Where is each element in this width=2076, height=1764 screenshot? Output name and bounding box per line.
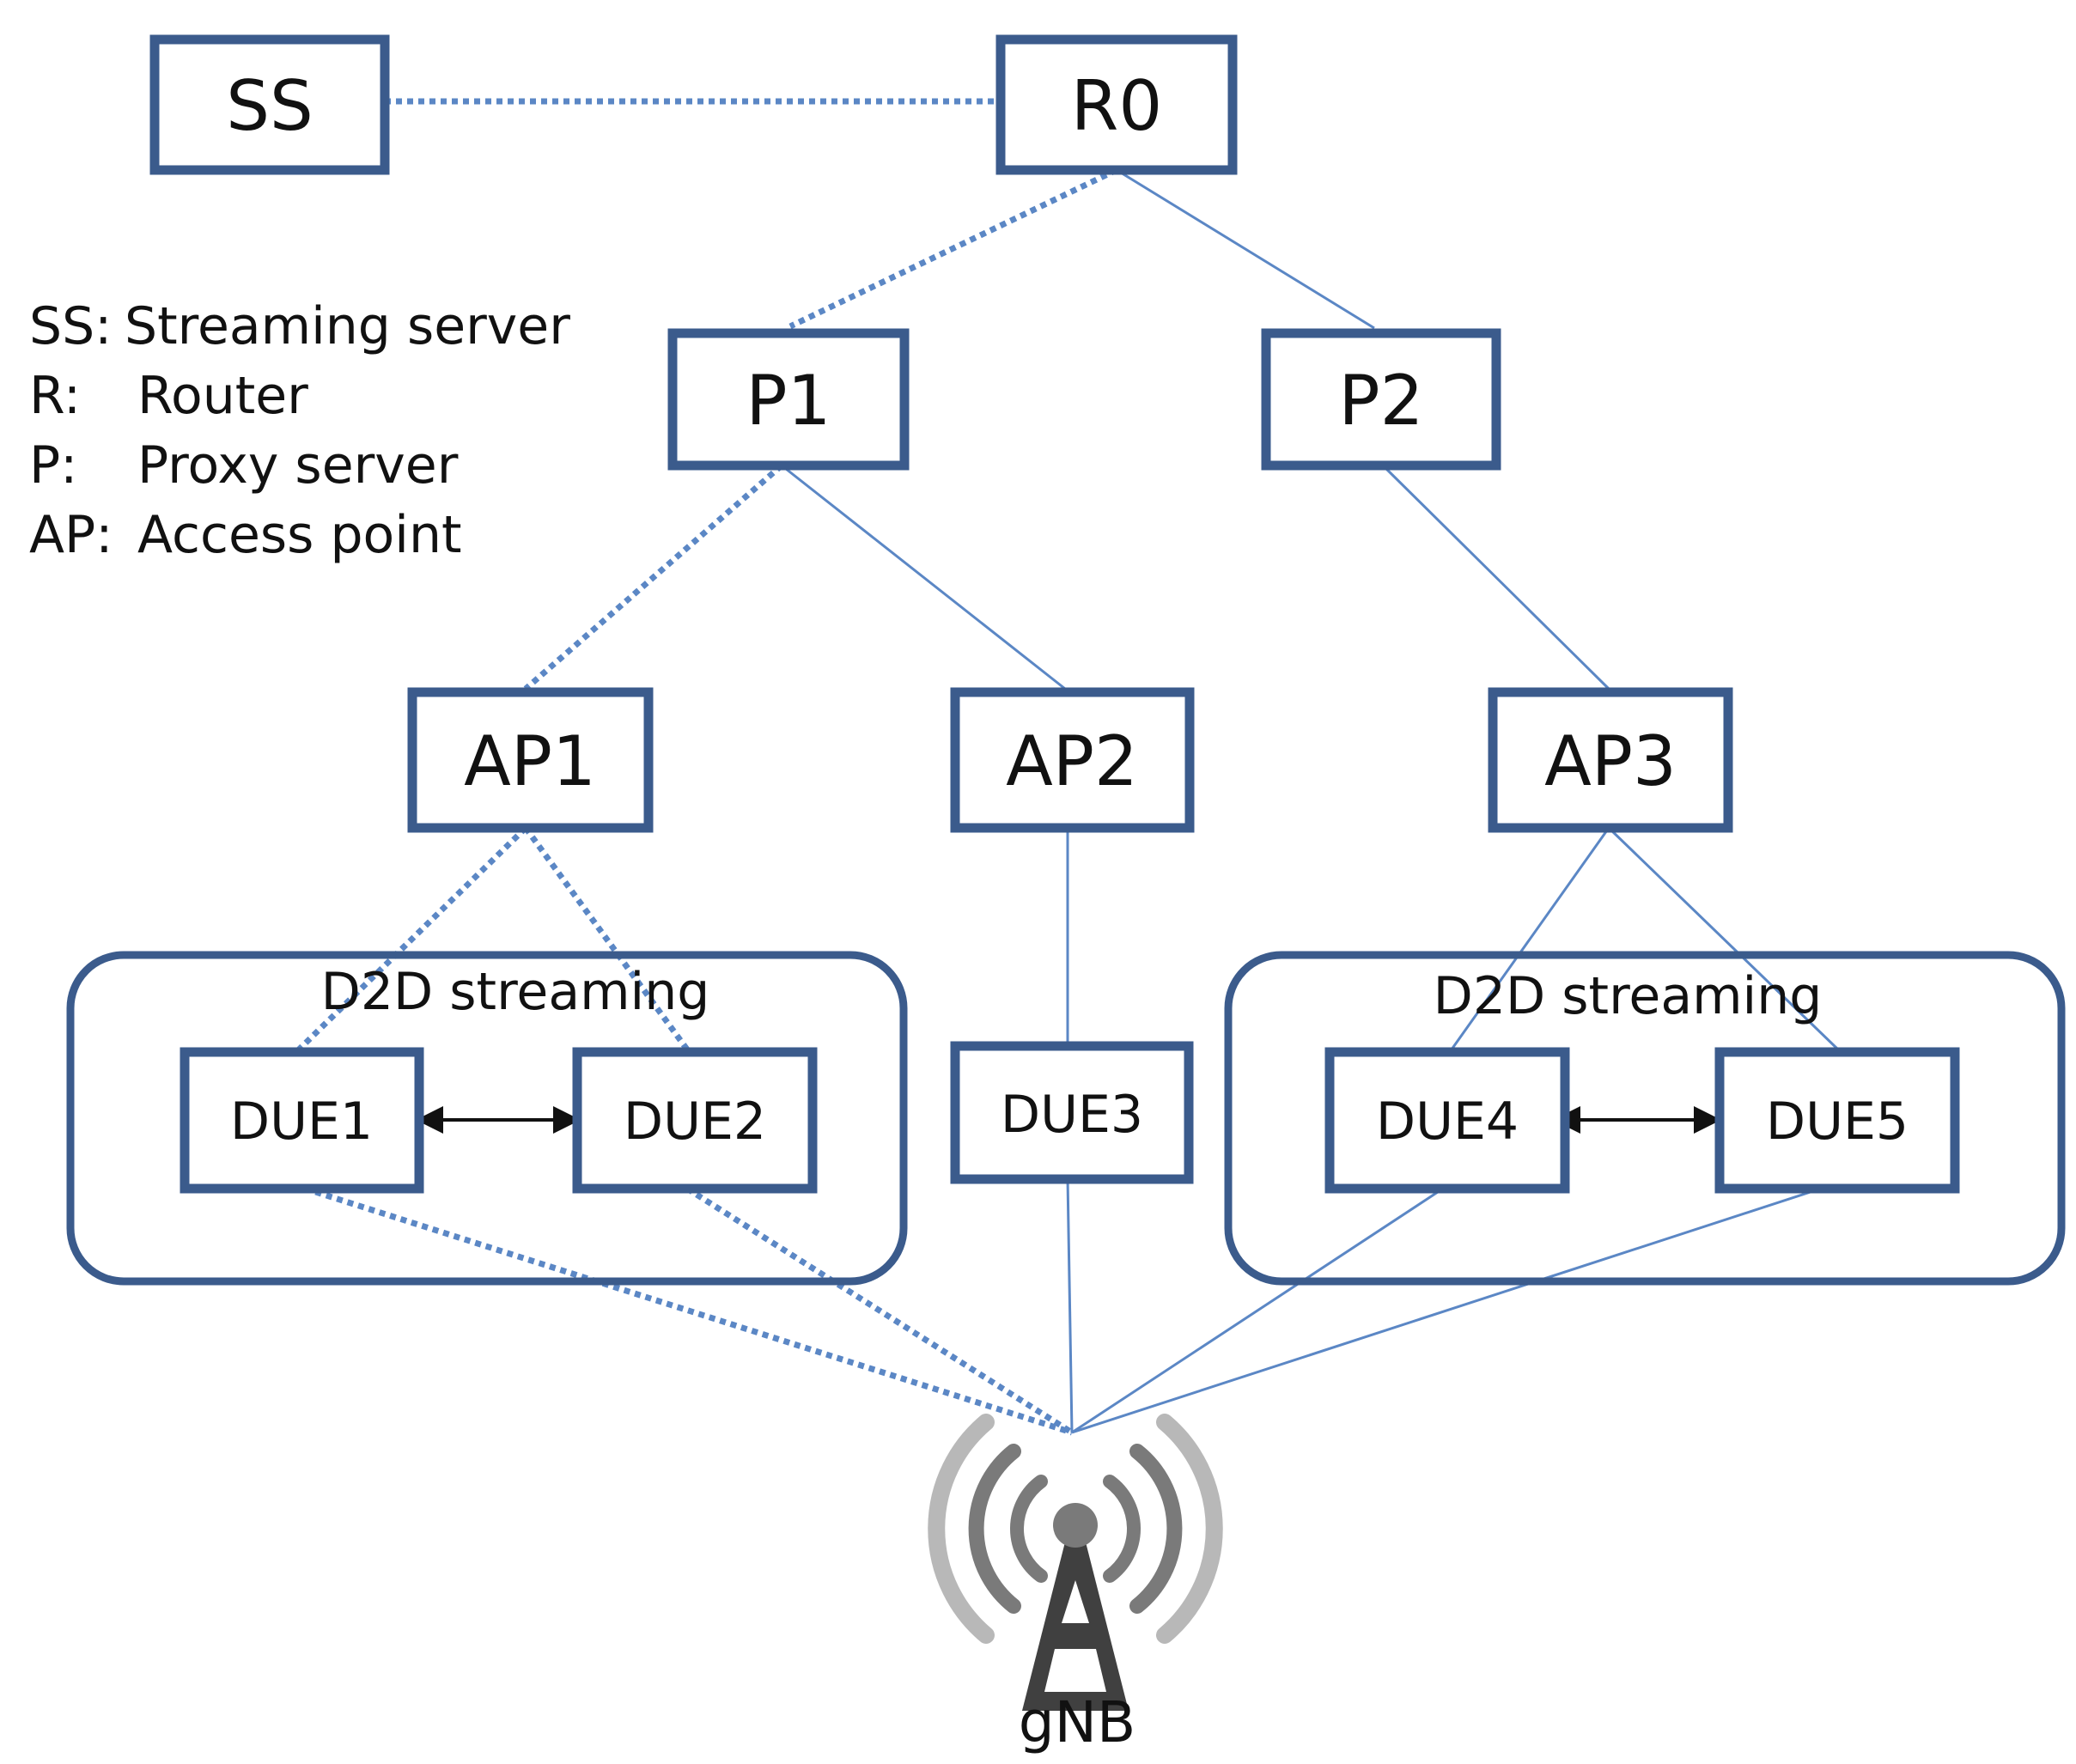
node-p1-label: P1	[746, 361, 831, 441]
node-r0-label: R0	[1071, 66, 1162, 146]
tower-mast-window-1	[1062, 1580, 1089, 1623]
link-ap1-due2	[523, 825, 690, 1052]
tower-mast-window-2	[1044, 1649, 1106, 1692]
node-due2-label: DUE2	[624, 1092, 766, 1152]
node-p2-label: P2	[1338, 361, 1423, 441]
link-p1-ap2	[781, 464, 1066, 690]
node-ss: SS	[149, 34, 390, 175]
nodes: SS R0 P1 P2 AP1 AP2 AP3 DUE1	[149, 34, 1960, 1194]
node-due2: DUE2	[572, 1047, 818, 1194]
legend-p-desc: Proxy server	[137, 435, 459, 496]
links	[296, 98, 1840, 1436]
legend-p-abbr: P:	[29, 435, 77, 496]
legend-ss-desc: Streaming server	[125, 296, 570, 356]
signal-wave-left-3	[928, 1414, 995, 1644]
node-due3-label: DUE3	[1001, 1085, 1143, 1145]
link-due2-gnb	[685, 1186, 1074, 1435]
antenna-tower-icon	[928, 1414, 1223, 1711]
link-p1-ap1	[523, 463, 784, 691]
node-due1: DUE1	[180, 1047, 424, 1194]
d2d-group-left-label: D2D streaming	[321, 962, 710, 1022]
legend-ap-abbr: AP:	[29, 505, 113, 565]
link-p2-ap3	[1381, 464, 1610, 690]
link-ap3-due4	[1450, 827, 1610, 1050]
node-due1-label: DUE1	[230, 1092, 373, 1152]
gnb-label: gNB	[1019, 1689, 1136, 1755]
d2d-group-right	[1224, 951, 2066, 1286]
link-r0-p1	[788, 167, 1118, 330]
node-ss-label: SS	[226, 66, 314, 146]
signal-wave-left-1	[1010, 1475, 1048, 1583]
signal-wave-right-1	[1103, 1475, 1141, 1583]
node-ap1-label: AP1	[464, 721, 596, 801]
signal-wave-right-3	[1156, 1414, 1223, 1644]
node-ap3-label: AP3	[1544, 721, 1677, 801]
d2d-groups: D2D streaming D2D streaming	[66, 951, 2066, 1286]
legend-ap-desc: Access point	[137, 505, 462, 565]
node-due5: DUE5	[1714, 1047, 1960, 1194]
link-due5-gnb	[1071, 1187, 1822, 1434]
legend-r-desc: Router	[137, 366, 308, 426]
node-due5-label: DUE5	[1766, 1092, 1909, 1152]
node-due4-label: DUE4	[1376, 1092, 1519, 1152]
legend: SS: Streaming server R: Router P: Proxy …	[29, 296, 570, 565]
node-ap2-label: AP2	[1006, 721, 1138, 801]
node-ap1: AP1	[407, 687, 654, 833]
link-due4-gnb	[1071, 1187, 1444, 1434]
node-due4: DUE4	[1324, 1047, 1570, 1194]
link-ap3-due5	[1607, 826, 1840, 1051]
signal-wave-left-2	[968, 1444, 1021, 1614]
link-due1-gnb	[303, 1185, 1074, 1436]
d2d-group-right-label: D2D streaming	[1434, 966, 1823, 1026]
link-ap1-due1	[296, 825, 528, 1052]
legend-r-abbr: R:	[29, 366, 81, 426]
node-p2: P2	[1261, 328, 1501, 471]
legend-ss-abbr: SS:	[29, 296, 112, 356]
node-ap3: AP3	[1488, 687, 1733, 833]
link-due3-gnb	[1066, 1177, 1074, 1433]
node-p1: P1	[667, 328, 910, 471]
node-due3: DUE3	[950, 1041, 1194, 1184]
tower-antenna-head	[1053, 1503, 1098, 1548]
link-r0-p2	[1116, 168, 1375, 330]
node-r0: R0	[995, 34, 1238, 175]
d2d-group-left	[66, 951, 908, 1286]
node-ap2: AP2	[950, 687, 1195, 833]
signal-wave-right-2	[1129, 1444, 1183, 1614]
